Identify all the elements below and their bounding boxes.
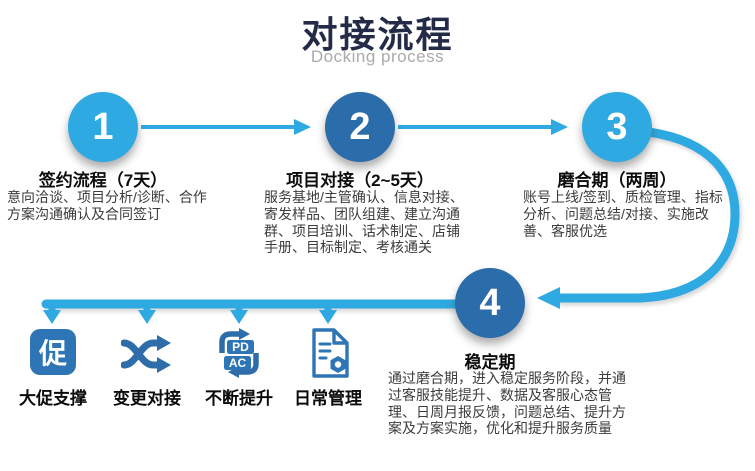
step-circle-2: 2 <box>325 92 395 162</box>
support-label-improve: 不断提升 <box>205 389 273 408</box>
document-gear-icon <box>312 328 349 378</box>
arrowhead-support-3 <box>230 310 248 324</box>
arrowhead-support-4 <box>319 310 337 324</box>
pdca-ac-label: AC <box>229 356 247 370</box>
step-body-4: 通过磨合期，进入稳定服务阶段，并通过客服技能提升、数据及客服心态管理、日周月报反… <box>388 370 626 437</box>
shuffle-icon <box>121 335 171 373</box>
arrowhead-support-2 <box>138 310 156 324</box>
arrowhead-step3 <box>551 119 568 135</box>
step-heading-3: 磨合期（两周） <box>557 171 677 190</box>
support-label-promo: 大促支撑 <box>19 389 87 408</box>
arrowhead-step2 <box>294 119 311 135</box>
step-body-2: 服务基地/主管确认、信息对接、寄发样品、团队组建、建立沟通群、项目培训、话术制定… <box>264 189 464 256</box>
step-heading-4: 稳定期 <box>464 353 516 372</box>
step-circle-4: 4 <box>455 268 525 338</box>
curve-step3-step4 <box>555 126 740 303</box>
page-title: 对接流程 <box>301 14 454 55</box>
arrowhead-step4 <box>537 287 560 309</box>
arrowhead-support-1 <box>43 310 61 324</box>
pdca-icon: PD AC <box>219 328 259 378</box>
step-body-3: 账号上线/签到、质检管理、指标分析、问题总结/对接、实施改善、客服优选 <box>523 189 723 239</box>
step-heading-2: 项目对接（2~5天） <box>286 171 434 190</box>
support-label-daily: 日常管理 <box>294 389 362 408</box>
pdca-pd-label: PD <box>232 340 249 354</box>
step-number-3: 3 <box>606 105 628 148</box>
step-body-1: 意向洽谈、项目分析/诊断、合作方案沟通确认及合同签订 <box>7 189 207 222</box>
step-heading-1: 签约流程（7天） <box>38 171 168 190</box>
step-number-4: 4 <box>479 281 501 324</box>
step-number-2: 2 <box>349 105 371 148</box>
promo-icon: 促 <box>30 329 76 375</box>
promo-icon-glyph: 促 <box>38 338 67 369</box>
support-label-change: 变更对接 <box>113 389 181 408</box>
step-number-1: 1 <box>92 105 114 148</box>
page-subtitle: Docking process <box>310 47 445 66</box>
step-circle-3: 3 <box>582 92 652 162</box>
step-circle-1: 1 <box>68 92 138 162</box>
